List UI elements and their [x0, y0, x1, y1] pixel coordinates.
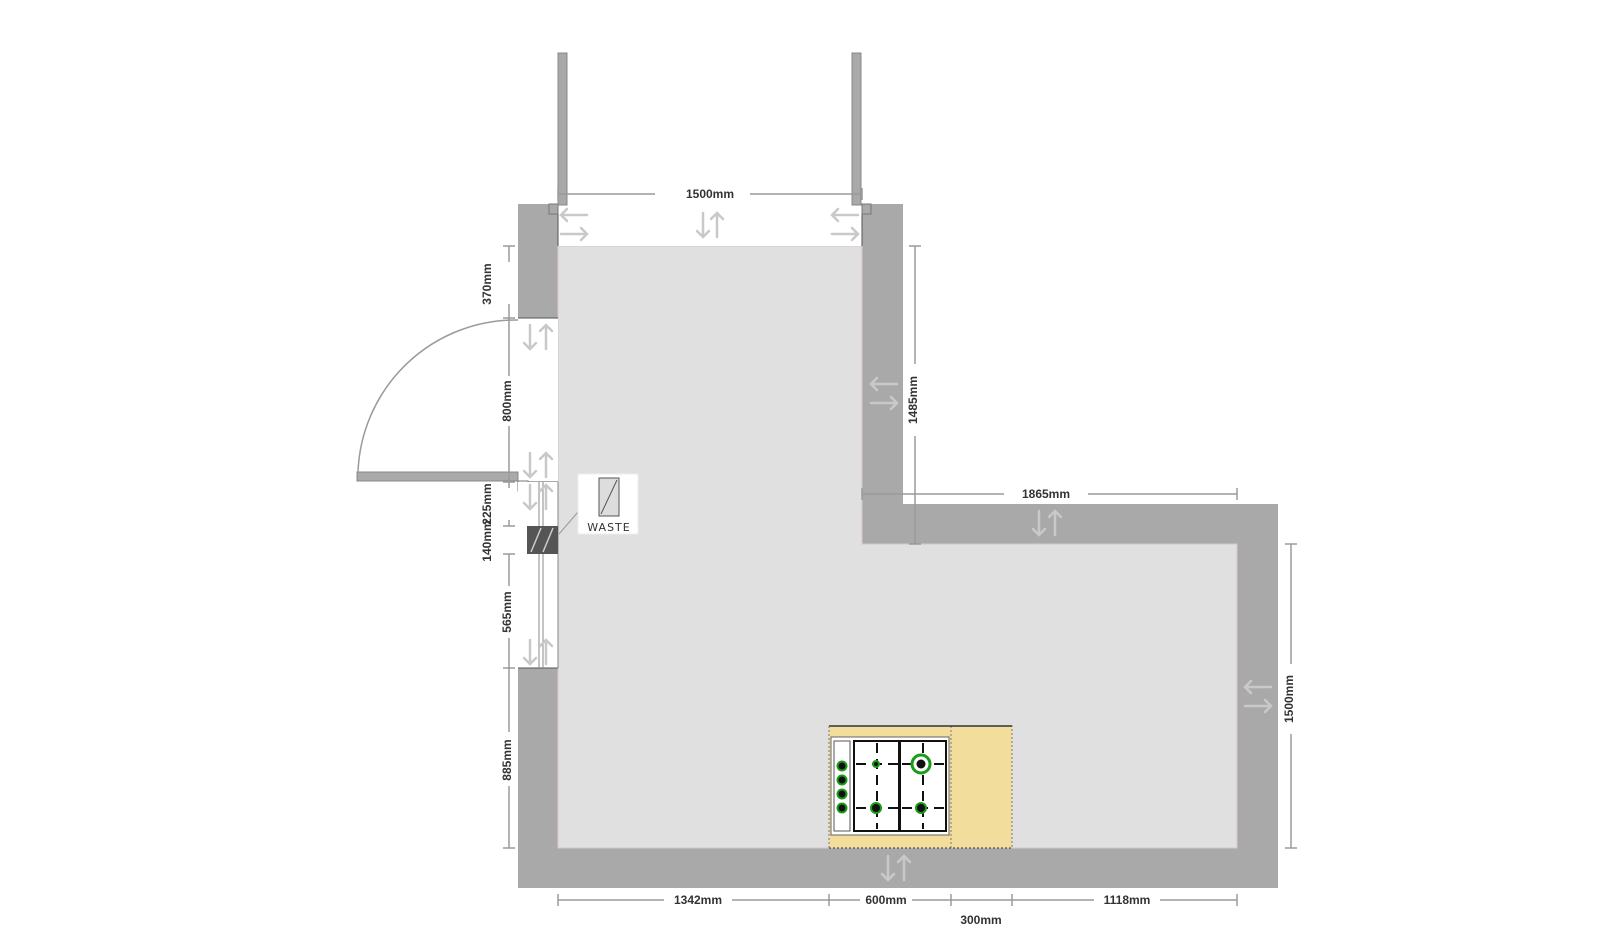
hob-knob-4[interactable] [836, 802, 848, 814]
dim-window-width: 1500mm [686, 187, 734, 201]
dim-left-small-b: 140mm [480, 520, 494, 561]
dimension-labels: 1500mm 370mm 800mm 225mm 140mm 565mm 885… [480, 187, 1296, 927]
dim-bottom-unit: 300mm [960, 913, 1001, 927]
double-arrow-icon[interactable] [559, 207, 589, 242]
top-window[interactable] [548, 52, 872, 246]
hob-knob-1[interactable] [836, 760, 848, 772]
hob-knob-3[interactable] [836, 788, 848, 800]
burner-rear-left[interactable] [872, 760, 880, 768]
dim-right-lower: 1500mm [1282, 675, 1296, 723]
door-swing-arc [357, 319, 519, 473]
dim-bottom-left: 1342mm [674, 893, 722, 907]
burner-front-right[interactable] [915, 802, 927, 814]
dim-left-small-a: 225mm [480, 483, 494, 524]
hob-control-strip [833, 740, 851, 832]
burner-front-left[interactable] [870, 802, 882, 814]
dim-right-step: 1865mm [1022, 487, 1070, 501]
double-arrow-icon[interactable] [522, 483, 554, 511]
side-unit-worktop[interactable] [950, 725, 1013, 849]
left-door[interactable] [356, 317, 558, 492]
door-leaf[interactable] [356, 471, 519, 482]
double-arrow-icon[interactable] [522, 638, 554, 666]
dim-left-mid: 565mm [500, 591, 514, 632]
double-arrow-icon[interactable] [880, 854, 912, 882]
dim-left-bottom: 885mm [500, 739, 514, 780]
dim-bottom-hob: 600mm [865, 893, 906, 907]
hob-knob-2[interactable] [836, 774, 848, 786]
dim-left-door: 800mm [500, 380, 514, 421]
waste-text: WASTE [587, 521, 630, 534]
double-arrow-icon[interactable] [1243, 679, 1273, 714]
gas-hob-icon[interactable] [830, 736, 950, 836]
dim-bottom-right: 1118mm [1104, 893, 1151, 907]
left-lower-opening[interactable] [518, 482, 559, 669]
double-arrow-icon[interactable] [522, 451, 554, 479]
double-arrow-icon[interactable] [1031, 509, 1063, 537]
double-arrow-icon[interactable] [695, 211, 725, 239]
double-arrow-icon[interactable] [830, 207, 860, 242]
double-arrow-icons [522, 207, 1273, 882]
waste-label[interactable]: WASTE [558, 473, 639, 535]
dim-right-upper: 1485mm [906, 376, 920, 424]
double-arrow-icon[interactable] [522, 323, 554, 351]
double-arrow-icon[interactable] [869, 376, 899, 411]
dim-left-top-wall: 370mm [480, 263, 494, 304]
dimension-lines [503, 188, 1297, 906]
